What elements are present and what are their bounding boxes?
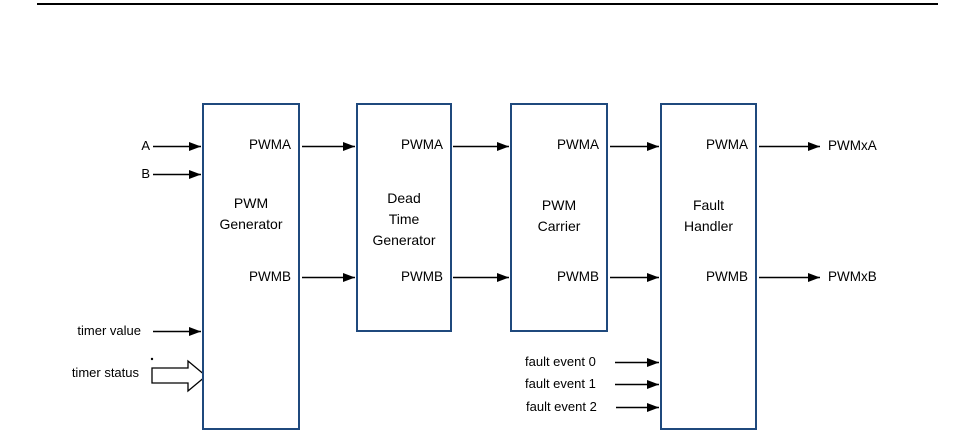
port-label-pwma: PWMA: [401, 137, 443, 152]
block-pwm-generator: PWMA PWM Generator PWMB: [202, 103, 300, 430]
block-title-fault-handler: Fault Handler: [662, 195, 755, 237]
input-label-fault-event-0: fault event 0: [525, 354, 596, 369]
input-label-timer-status: timer status: [71, 365, 139, 380]
block-title-line: Time: [388, 211, 420, 227]
output-label-pwmxb: PWMxB: [828, 269, 877, 284]
port-label-pwma: PWMA: [557, 137, 599, 152]
port-label-pwmb: PWMB: [401, 269, 443, 284]
input-label-fault-event-2: fault event 2: [526, 399, 597, 414]
input-label-fault-event-1: fault event 1: [525, 376, 596, 391]
input-label-b: B: [141, 166, 150, 181]
port-label-pwma: PWMA: [706, 137, 748, 152]
block-title-line: Generator: [372, 232, 436, 248]
block-pwm-carrier: PWMA PWM Carrier PWMB: [510, 103, 608, 332]
block-fault-handler: PWMA Fault Handler PWMB: [660, 103, 757, 430]
block-dead-time-generator: PWMA Dead Time Generator PWMB: [356, 103, 452, 332]
port-label-pwma: PWMA: [249, 137, 291, 152]
timer-status-dot: [150, 357, 154, 361]
top-divider-line: [37, 3, 938, 5]
input-label-a: A: [141, 138, 150, 153]
port-label-pwmb: PWMB: [557, 269, 599, 284]
port-label-pwmb: PWMB: [249, 269, 291, 284]
block-title-pwm-generator: PWM Generator: [204, 193, 298, 235]
block-title-line: PWM: [233, 195, 269, 211]
block-title-line: Dead: [387, 190, 421, 206]
block-title-line: Generator: [219, 216, 283, 232]
port-label-pwmb: PWMB: [706, 269, 748, 284]
block-title-line: Carrier: [537, 218, 581, 234]
block-arrow-timer-status: [151, 359, 208, 393]
block-title-line: PWM: [541, 197, 577, 213]
block-title-pwm-carrier: PWM Carrier: [512, 195, 606, 237]
output-label-pwmxa: PWMxA: [828, 138, 877, 153]
block-title-line: Handler: [683, 218, 734, 234]
block-title-dead-time-generator: Dead Time Generator: [358, 188, 450, 251]
input-label-timer-value: timer value: [77, 323, 141, 338]
block-title-line: Fault: [692, 197, 725, 213]
